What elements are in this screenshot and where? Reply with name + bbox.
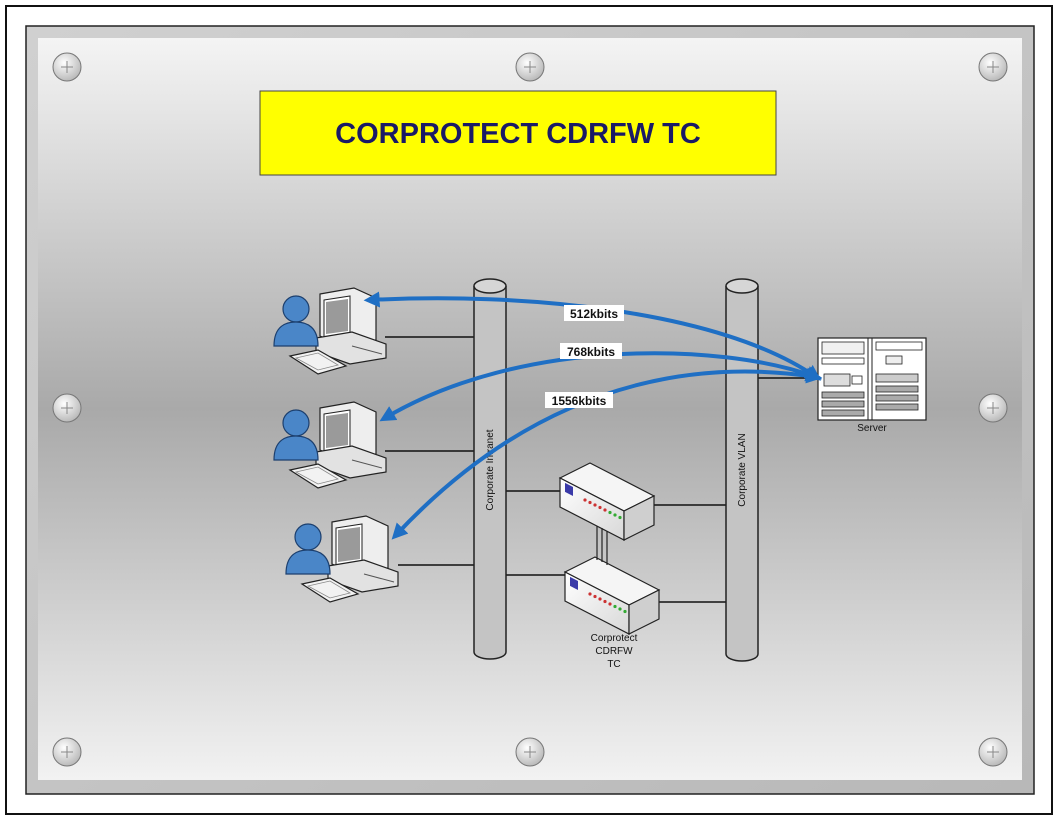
flow-arrow <box>391 367 823 540</box>
screws <box>52 52 1008 767</box>
screw-icon <box>978 52 1008 82</box>
flow-labels: 512kbits 768kbits 1556kbits <box>545 305 624 408</box>
intranet-pipe: Corporate Intranet <box>473 278 507 660</box>
device-label-line: Corprotect <box>591 633 638 644</box>
screw-icon <box>52 52 82 82</box>
title-banner <box>259 90 777 176</box>
flow-label: 1556kbits <box>552 394 607 408</box>
screw-icon <box>978 737 1008 767</box>
device-label-line: TC <box>607 659 620 670</box>
device-label-line: CDRFW <box>595 646 633 657</box>
flow-label: 768kbits <box>567 345 615 359</box>
screw-icon <box>515 737 545 767</box>
screw-icon <box>978 393 1008 423</box>
screw-icon <box>52 393 82 423</box>
vlan-label: Corporate VLAN <box>737 433 748 506</box>
intranet-label: Corporate Intranet <box>485 429 496 510</box>
server-icon <box>817 337 927 421</box>
server-label: Server <box>857 423 887 434</box>
device-label: Corprotect CDRFW TC <box>591 633 638 670</box>
flow-label: 512kbits <box>570 307 618 321</box>
screw-icon <box>515 52 545 82</box>
page-title: CORPROTECT CDRFW TC <box>335 118 701 150</box>
screw-icon <box>52 737 82 767</box>
